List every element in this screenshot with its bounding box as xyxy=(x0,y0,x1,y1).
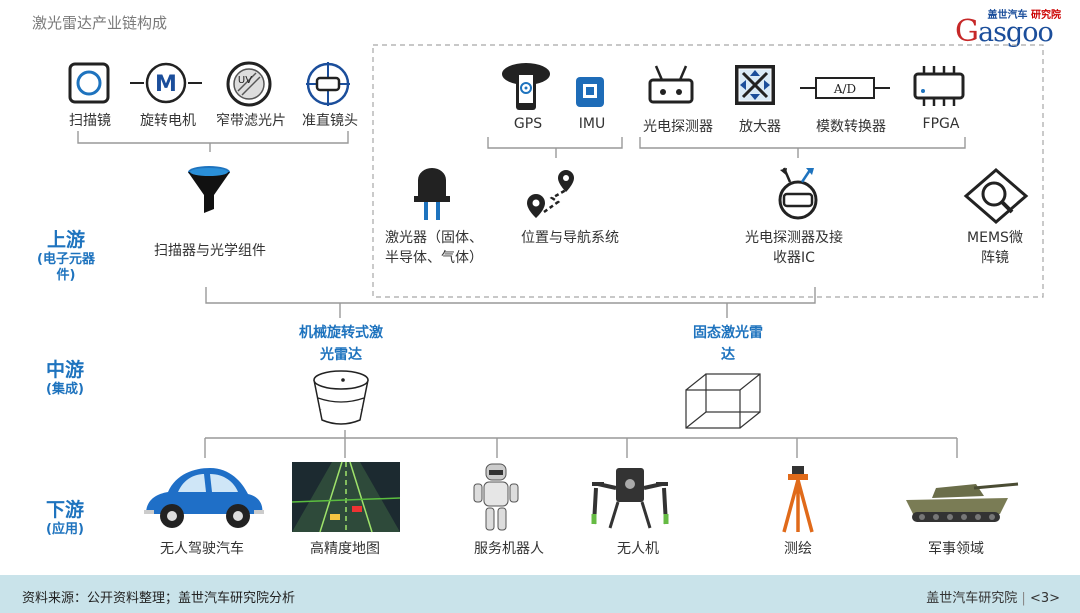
mechanical-lidar-icon xyxy=(313,370,369,425)
photodetector-receiver-icon xyxy=(778,167,818,220)
source-note: 资料来源：公开资料整理；盖世汽车研究院分析 xyxy=(22,591,296,606)
receiver-part-label: 光电探测器 xyxy=(643,119,713,135)
car-icon xyxy=(144,468,264,528)
scanner-part-label: 扫描镜 xyxy=(69,113,111,129)
solid-state-lidar-label: 固态激光雷达 xyxy=(693,325,763,363)
svg-text:A/D: A/D xyxy=(833,82,856,96)
solid-state-lidar-icon xyxy=(685,373,761,429)
stage-downstream: 下游 (应用) xyxy=(45,499,84,537)
drone-icon xyxy=(591,468,669,529)
receiver-part-label: FPGA xyxy=(922,116,960,132)
scanner-part-label: 旋转电机 xyxy=(140,113,196,129)
fpga-chip-icon xyxy=(913,66,965,106)
filter-icon: UV xyxy=(226,61,272,107)
imu-icon xyxy=(576,77,604,107)
footer-bar xyxy=(0,575,1080,613)
navigation-map-icon xyxy=(527,170,574,218)
receiver-part-label: 放大器 xyxy=(739,119,781,135)
photodetector-icon xyxy=(648,65,694,104)
scanner-part-label: 准直镜头 xyxy=(302,113,358,129)
adc-icon: A/D xyxy=(800,77,890,99)
stage-upstream: 上游 (电子元器件) xyxy=(37,229,95,283)
imu-label: IMU xyxy=(578,116,606,132)
laser-diode-icon xyxy=(414,168,450,220)
page-number: <3> xyxy=(1029,591,1060,606)
mems-mirror-icon xyxy=(963,168,1029,224)
application-label: 军事领域 xyxy=(928,541,984,557)
gps-icon xyxy=(502,63,550,110)
mems-label: MEMS微阵镜 xyxy=(967,230,1023,266)
application-label: 无人机 xyxy=(617,541,659,557)
amplifier-icon xyxy=(735,65,775,105)
scanner-part-label: 窄带滤光片 xyxy=(216,113,286,129)
service-robot-icon xyxy=(473,463,519,531)
receiver-part-label: 模数转换器 xyxy=(816,119,886,135)
stage-midstream: 中游 (集成) xyxy=(45,359,84,397)
mechanical-lidar-label: 机械旋转式激光雷达 xyxy=(299,325,383,363)
gasgoo-logo: 盖世汽车 研究院 Gasgoo xyxy=(955,10,1061,49)
footer-org: 盖世汽车研究院 | <3> xyxy=(926,591,1060,606)
laser-label: 激光器（固体、半导体、气体） xyxy=(385,230,483,266)
application-label: 服务机器人 xyxy=(474,541,544,557)
funnel-icon xyxy=(188,166,230,213)
page-title: 激光雷达产业链构成 xyxy=(32,14,168,32)
scan-mirror-icon xyxy=(68,62,110,104)
application-label: 测绘 xyxy=(784,541,812,557)
surveying-tripod-icon xyxy=(782,466,814,533)
collimator-lens-icon xyxy=(306,62,350,106)
hd-map-icon xyxy=(291,461,401,533)
tank-icon xyxy=(906,482,1019,522)
application-label: 高精度地图 xyxy=(310,541,380,557)
svg-text:UV: UV xyxy=(238,75,252,86)
svg-text:M: M xyxy=(155,72,177,97)
position-nav-label: 位置与导航系统 xyxy=(521,230,619,246)
motor-icon: M xyxy=(130,62,202,104)
application-label: 无人驾驶汽车 xyxy=(160,541,244,557)
scanner-group-label: 扫描器与光学组件 xyxy=(154,243,266,259)
gps-label: GPS xyxy=(513,116,543,132)
detector-ic-label: 光电探测器及接收器IC xyxy=(745,230,843,266)
